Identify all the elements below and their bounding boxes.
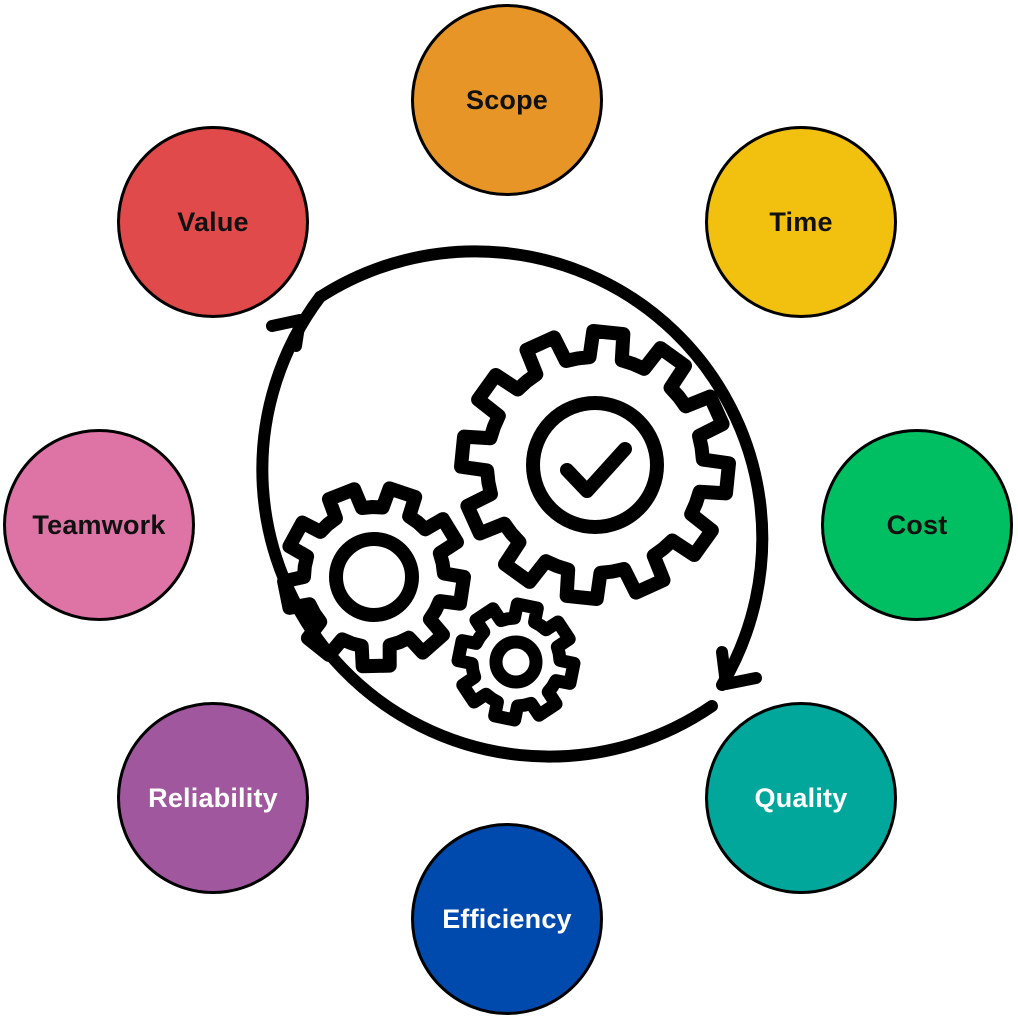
large-gear-icon bbox=[454, 324, 736, 606]
efficiency-label: Efficiency bbox=[442, 903, 572, 934]
cycle-arc-left bbox=[256, 291, 718, 763]
teamwork-circle: Teamwork bbox=[3, 429, 195, 621]
cycle-arc-right bbox=[314, 245, 769, 691]
cost-circle: Cost bbox=[821, 429, 1013, 621]
medium-gear-hub bbox=[329, 532, 419, 622]
time-label: Time bbox=[769, 206, 833, 237]
small-gear-icon bbox=[451, 597, 581, 727]
value-circle: Value bbox=[117, 126, 309, 318]
teamwork-label: Teamwork bbox=[32, 509, 166, 540]
efficiency-circle: Efficiency bbox=[411, 823, 603, 1015]
medium-gear-icon bbox=[277, 481, 471, 674]
large-gear-hub bbox=[526, 396, 664, 534]
quality-circle: Quality bbox=[705, 702, 897, 894]
time-circle: Time bbox=[705, 126, 897, 318]
reliability-label: Reliability bbox=[148, 782, 278, 813]
arrow-head-top bbox=[266, 314, 306, 352]
quality-label: Quality bbox=[754, 782, 848, 813]
value-label: Value bbox=[177, 206, 249, 237]
cost-label: Cost bbox=[886, 509, 948, 540]
scope-circle: Scope bbox=[411, 4, 603, 196]
arrow-head-bottom bbox=[716, 646, 762, 690]
circular-arrows-icon bbox=[256, 245, 769, 763]
reliability-circle: Reliability bbox=[117, 702, 309, 894]
small-gear-hub bbox=[489, 635, 543, 689]
scope-label: Scope bbox=[465, 84, 549, 115]
checkmark-icon bbox=[560, 442, 632, 498]
